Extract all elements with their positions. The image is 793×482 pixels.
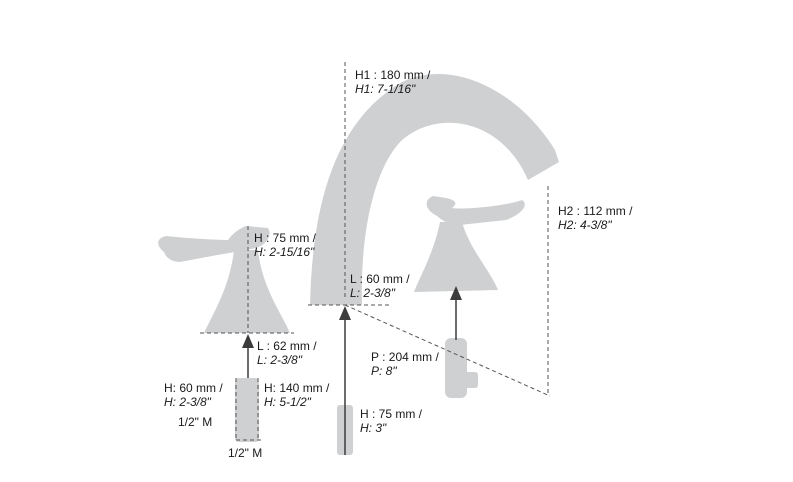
- right-valve-outlet: [464, 372, 478, 388]
- handle-base-metric: L : 62 mm /: [257, 339, 317, 353]
- spout-shank-label: H : 75 mm / H: 3": [360, 407, 422, 435]
- spout-base-label: L : 60 mm / L: 2-3/8": [350, 272, 410, 300]
- spread-imperial: P: 8": [371, 364, 397, 378]
- spout-body: [310, 73, 559, 305]
- right-handle-base: [414, 222, 498, 292]
- right-handle-lever: [426, 196, 525, 226]
- handle-base-label: L : 62 mm / L: 2-3/8": [257, 339, 317, 367]
- h1-label: H1 : 180 mm / H1: 7-1/16": [355, 68, 430, 96]
- arrows: [242, 286, 462, 455]
- left-handle-base: [204, 250, 290, 333]
- left-arrow-head: [242, 334, 254, 348]
- left-shank-imperial: H: 5-1/2": [264, 395, 311, 409]
- spout-base-imperial: L: 2-3/8": [350, 286, 395, 300]
- handle-height-metric: H : 75 mm /: [254, 231, 317, 245]
- spread-label: P : 204 mm / P: 8": [371, 350, 439, 378]
- handle-height-label: H : 75 mm / H: 2-15/16": [254, 231, 316, 259]
- spout-arrow-head: [339, 306, 351, 320]
- h2-metric: H2 : 112 mm /: [558, 204, 633, 218]
- connection-vertical-label: 1/2" M: [178, 415, 213, 429]
- spout-base-metric: L : 60 mm /: [350, 272, 410, 286]
- connection-bottom-label: 1/2" M: [228, 446, 263, 460]
- spread-metric: P : 204 mm /: [371, 350, 439, 364]
- spout-shank-imperial: H: 3": [360, 421, 387, 435]
- right-valve-body: [445, 338, 467, 398]
- left-valve-height-imperial: H: 2-3/8": [164, 395, 211, 409]
- right-arrow-head: [450, 286, 462, 300]
- left-handle-lever: [158, 226, 270, 262]
- handle-height-imperial: H: 2-15/16": [254, 245, 315, 259]
- dimension-lines: [200, 62, 551, 441]
- h2-label: H2 : 112 mm / H2: 4-3/8": [558, 204, 632, 232]
- h1-metric: H1 : 180 mm /: [355, 68, 431, 82]
- left-valve-height-metric: H: 60 mm /: [164, 381, 223, 395]
- h1-imperial: H1: 7-1/16": [355, 82, 416, 96]
- left-shank-label: H: 140 mm / H: 5-1/2": [264, 381, 329, 409]
- spout-shank-metric: H : 75 mm /: [360, 407, 423, 421]
- left-shank-metric: H: 140 mm /: [264, 381, 330, 395]
- left-valve-height-label: H: 60 mm / H: 2-3/8": [164, 381, 223, 409]
- h2-imperial: H2: 4-3/8": [558, 218, 612, 232]
- left-valve-body: [235, 378, 259, 442]
- spread-line: [344, 304, 551, 397]
- handle-base-imperial: L: 2-3/8": [257, 353, 302, 367]
